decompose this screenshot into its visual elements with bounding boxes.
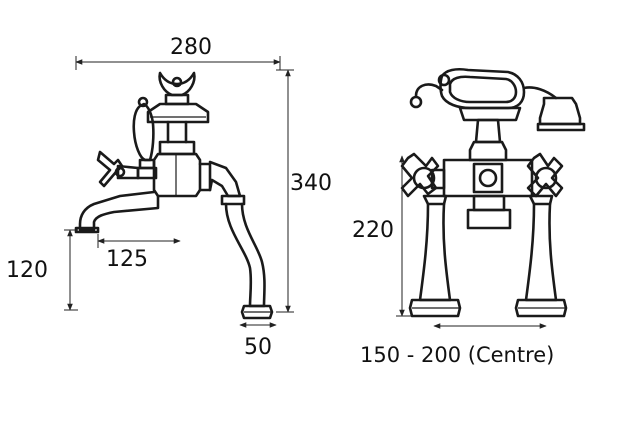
dimension-label-centres: 150 - 200 (Centre) (360, 343, 554, 367)
dimension-label-120: 120 (6, 258, 48, 283)
side-view-drawing (74, 71, 274, 320)
dimension-lines-side (64, 56, 294, 328)
front-view-drawing (400, 67, 586, 318)
dimension-label-340: 340 (290, 171, 332, 196)
dimension-label-125: 125 (106, 247, 148, 272)
dimension-label-50: 50 (244, 335, 272, 360)
dimension-lines-front (396, 155, 547, 329)
dimension-label-220: 220 (352, 218, 394, 243)
dimension-label-280: 280 (170, 35, 212, 60)
